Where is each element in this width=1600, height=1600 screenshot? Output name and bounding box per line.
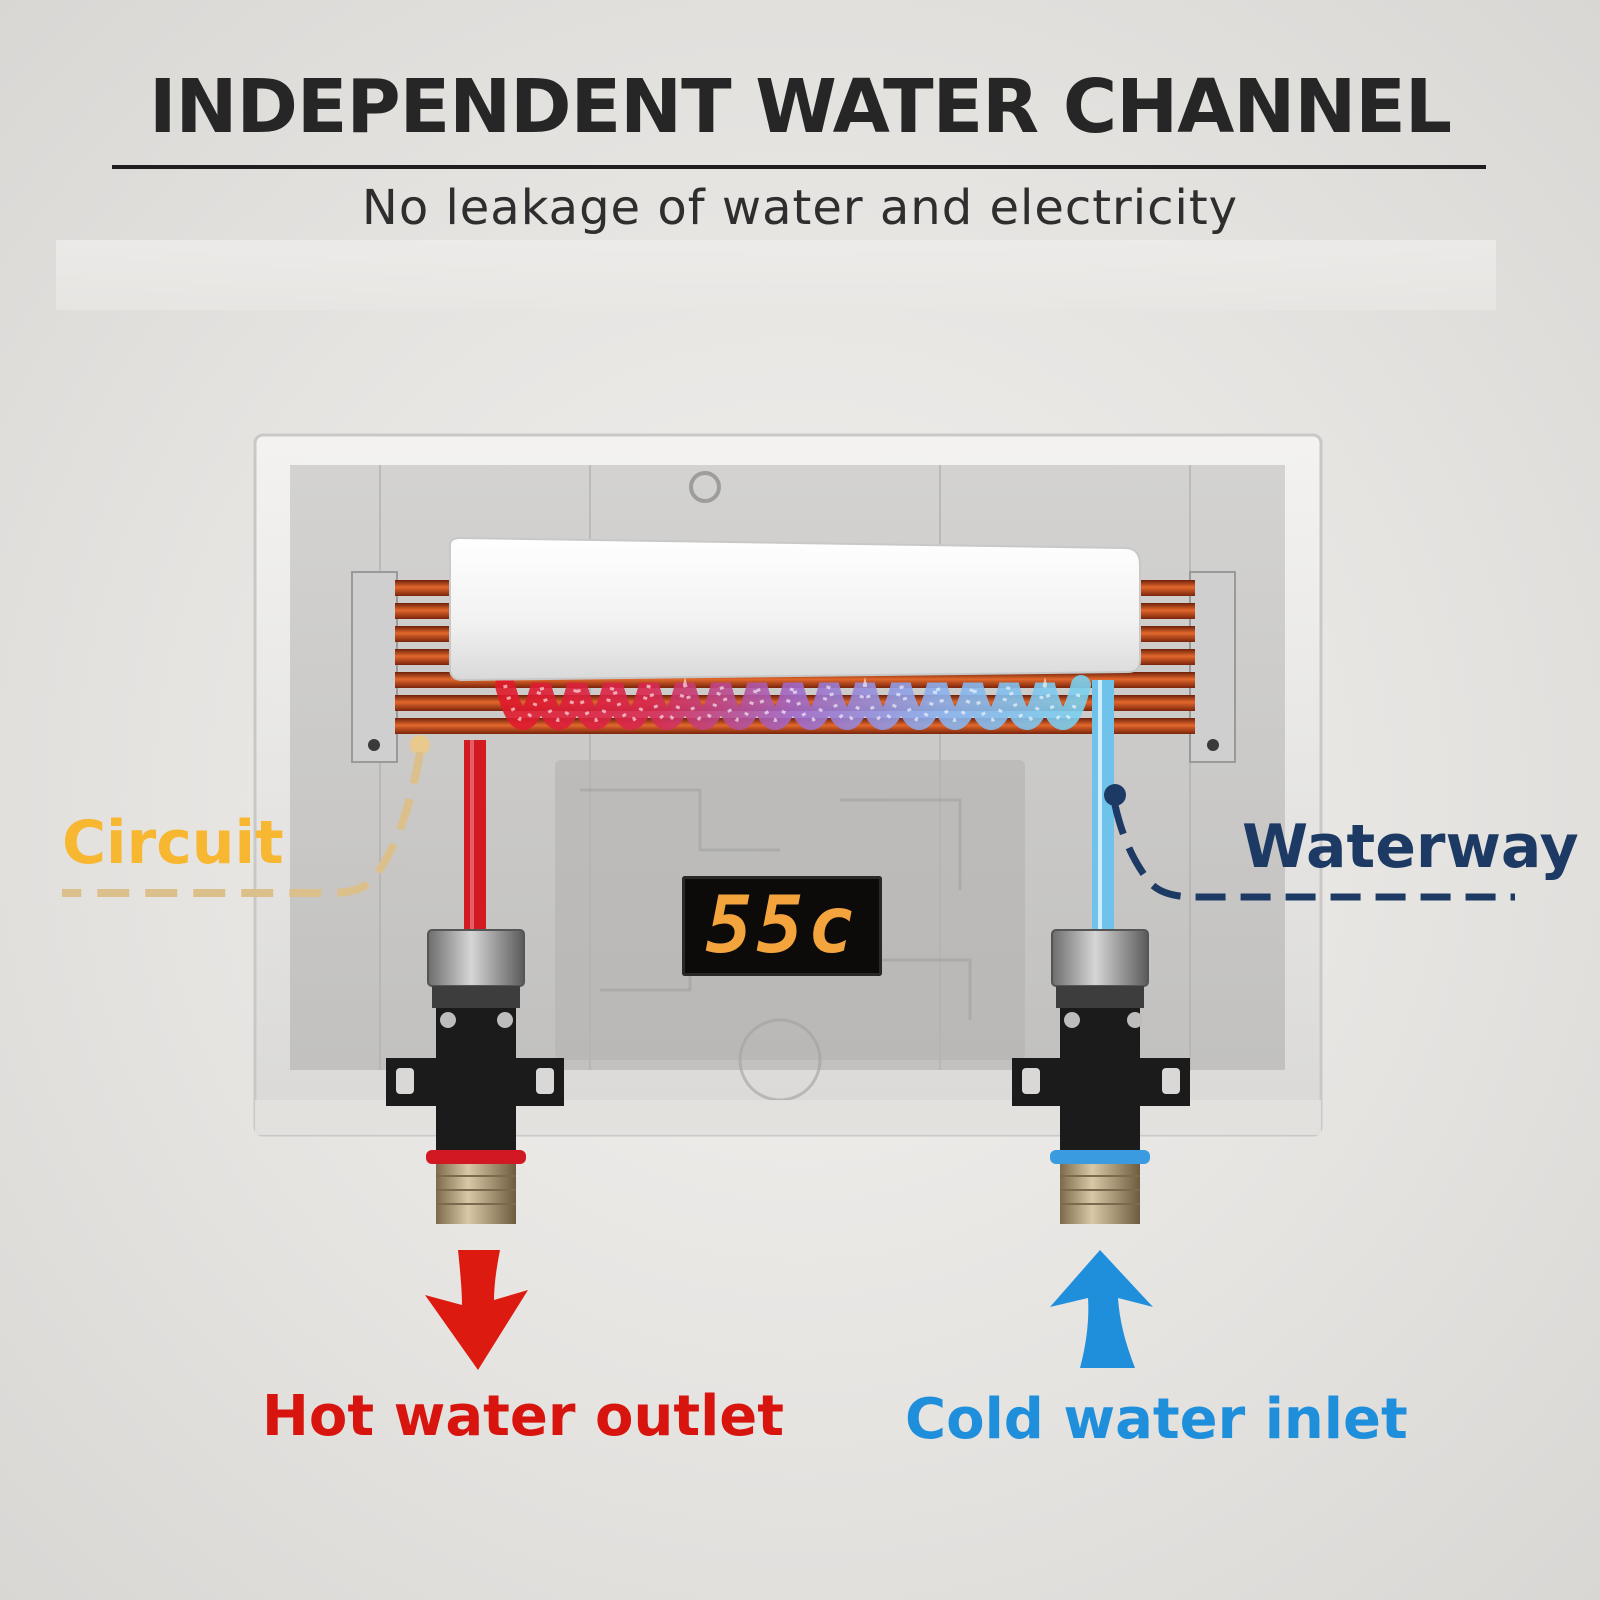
waterway-callout-line xyxy=(1104,784,1515,901)
right-bracket xyxy=(1189,571,1236,763)
title-divider xyxy=(112,165,1486,169)
element-cover xyxy=(449,536,1141,682)
hot-outlet-label: Hot water outlet xyxy=(262,1384,785,1449)
arrow-down-icon xyxy=(425,1250,528,1370)
waterway-label: Waterway xyxy=(1242,812,1579,882)
left-bracket xyxy=(351,571,398,763)
arrow-up-icon xyxy=(1050,1250,1153,1368)
temperature-reading: 55c xyxy=(705,881,859,971)
circuit-label: Circuit xyxy=(62,808,284,878)
hot-water-tube xyxy=(464,740,486,930)
page-title: INDEPENDENT WATER CHANNEL xyxy=(149,64,1452,150)
hot-outlet-fitting xyxy=(386,929,564,1224)
temperature-display: 55c xyxy=(682,876,882,976)
coiled-water-tube xyxy=(495,675,1091,730)
cold-water-tube xyxy=(1092,680,1114,930)
page-subtitle: No leakage of water and electricity xyxy=(361,180,1239,236)
background-band xyxy=(56,240,1496,310)
cold-inlet-label: Cold water inlet xyxy=(905,1387,1408,1452)
heater-case xyxy=(253,433,1323,1137)
circuit-callout-line xyxy=(62,735,430,897)
cold-inlet-fitting xyxy=(1012,929,1190,1224)
